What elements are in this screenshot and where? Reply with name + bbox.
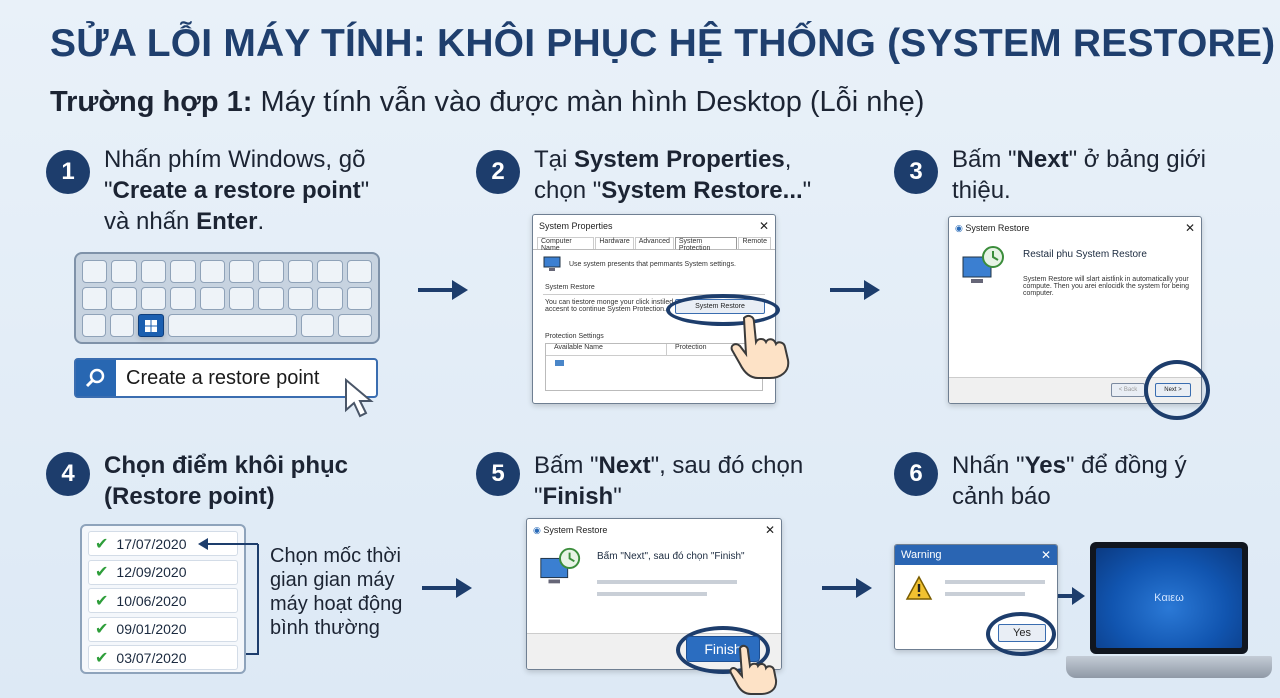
step-6-number: 6 (894, 452, 938, 496)
check-icon: ✔ (95, 621, 109, 638)
system-restore-icon (540, 547, 581, 584)
tab-advanced[interactable]: Advanced (634, 237, 674, 249)
close-icon[interactable]: ✕ (1184, 221, 1196, 235)
computer-icon (543, 256, 561, 271)
page-title: SỬA LỖI MÁY TÍNH: KHÔI PHỤC HỆ THỐNG (SY… (50, 22, 1276, 65)
wizard-heading: Restail phu System Restore (1023, 249, 1147, 260)
tab-remote[interactable]: Remote (738, 237, 771, 249)
restore-shield-icon: ◉ (955, 222, 966, 233)
tab-hardware[interactable]: Hardware (595, 237, 634, 249)
warning-title: Warning (901, 549, 942, 561)
back-button[interactable]: < Back (1111, 383, 1145, 397)
arrow-right-icon (418, 280, 468, 300)
list-item[interactable]: ✔12/09/2020 (88, 559, 238, 585)
hand-pointer-icon (730, 314, 790, 379)
page-subtitle: Trường hợp 1: Máy tính vẫn vào được màn … (50, 86, 924, 119)
subtitle-rest: Máy tính vẫn vào được màn hình Desktop (… (252, 86, 925, 118)
step-5-text: Bấm "Next", sau đó chọn "Finish" (534, 452, 804, 510)
step-1-number: 1 (46, 150, 90, 194)
check-icon: ✔ (95, 592, 109, 610)
close-icon[interactable]: ✕ (764, 523, 776, 537)
finish-button[interactable]: Finish (686, 636, 760, 662)
arrow-right-icon (830, 280, 880, 300)
list-item[interactable]: ✔10/06/2020 (88, 588, 238, 613)
check-icon: ✔ (95, 564, 109, 581)
restore-shield-icon: ◉ (533, 524, 544, 535)
arrow-right-icon (1058, 587, 1085, 605)
step-5-number: 5 (476, 452, 520, 496)
finish-dialog-text: Bấm "Next", sau đó chọn "Finish" (597, 551, 745, 562)
windows-key-icon (138, 314, 164, 337)
tab-computer-name[interactable]: Computer Name (537, 237, 595, 252)
mouse-cursor-icon (345, 378, 374, 418)
step-1-line2: "Create a restore point" (104, 177, 370, 204)
search-bar[interactable]: Create a restore point (74, 358, 378, 398)
search-text: Create a restore point (126, 366, 320, 389)
step-2-text: Tại System Properties, chọn "System Rest… (534, 146, 812, 204)
step-1-line3: và nhấn Enter. (104, 208, 265, 235)
protection-settings-label: Protection Settings (545, 333, 604, 340)
highlight-ring (666, 294, 780, 326)
highlight-ring (986, 612, 1056, 656)
tab-system-protection[interactable]: System Protection (674, 237, 738, 252)
step-2-number: 2 (476, 150, 520, 194)
keyboard-illustration (74, 252, 380, 344)
arrow-right-icon (822, 578, 872, 598)
step-6-text: Nhấn "Yes" để đồng ý cảnh báo (952, 452, 1187, 510)
drive-icon (555, 360, 564, 366)
search-icon (76, 360, 116, 396)
list-item[interactable]: ✔09/01/2020 (88, 616, 238, 642)
system-restore-group-label: System Restore (545, 284, 595, 291)
check-icon: ✔ (95, 649, 109, 667)
system-properties-window: System Properties ✕ Computer Name Hardwar… (532, 214, 776, 404)
window-title: System Properties (539, 221, 613, 231)
step-3-number: 3 (894, 150, 938, 194)
window-title: ◉ System Restore (955, 222, 1030, 233)
close-icon[interactable]: ✕ (1040, 548, 1052, 562)
laptop-base (1066, 656, 1272, 678)
system-restore-icon (962, 246, 1004, 283)
list-item[interactable]: ✔17/07/2020 (88, 531, 238, 556)
window-title: ◉ System Restore (533, 524, 608, 535)
step-4-text: Chọn điểm khôi phục (Restore point) (104, 452, 348, 510)
highlight-ring (676, 626, 770, 674)
check-icon: ✔ (95, 535, 109, 553)
laptop-logo: Kαιεω (1096, 548, 1242, 648)
step-1-line1: Nhấn phím Windows, gõ (104, 146, 366, 173)
sysprops-desc: Use system presents that pemmants System… (569, 260, 736, 268)
restore-point-list: ✔17/07/2020 ✔12/09/2020 ✔10/06/2020 ✔09/… (80, 524, 246, 674)
hand-pointer-icon (729, 644, 778, 695)
laptop-screen: Kαιεω (1090, 542, 1248, 654)
step-3-text: Bấm "Next" ở bảng giới thiệu. (952, 146, 1206, 204)
tab-bar: Computer Name Hardware Advanced System P… (533, 237, 775, 252)
close-icon[interactable]: ✕ (758, 219, 770, 233)
step-1-text: Nhấn phím Windows, gõ "Create a restore … (104, 144, 424, 237)
yes-button[interactable]: Yes (998, 624, 1046, 642)
warning-icon (905, 575, 933, 600)
subtitle-bold: Trường hợp 1: (50, 86, 253, 118)
step-4-number: 4 (46, 452, 90, 496)
list-item[interactable]: ✔03/07/2020 (88, 645, 238, 670)
bracket-arrow-icon (198, 538, 259, 655)
highlight-ring (1144, 360, 1210, 420)
arrow-right-icon (422, 578, 472, 598)
